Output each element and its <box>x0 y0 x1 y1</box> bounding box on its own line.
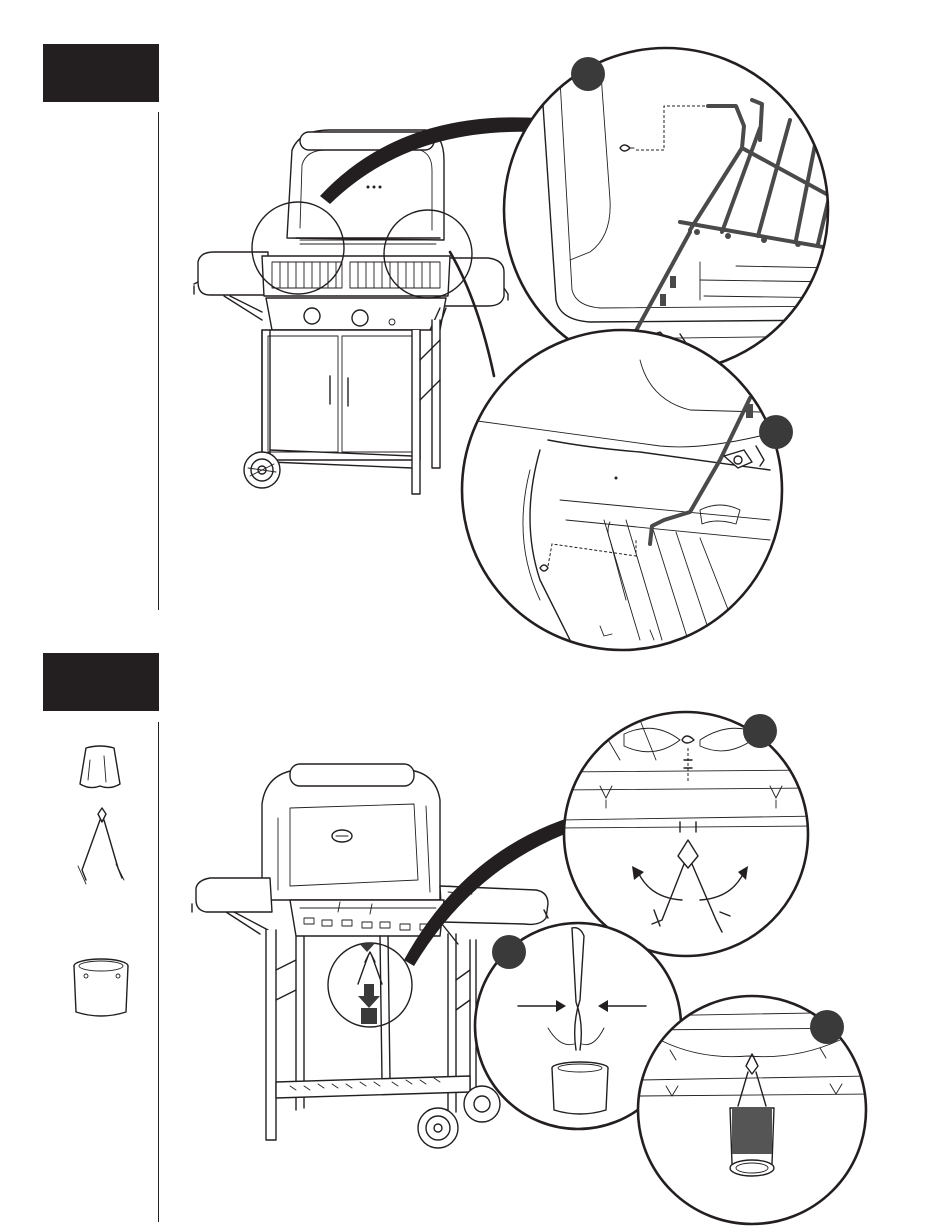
part-grease-liner-icon <box>80 746 120 788</box>
detail-a-lid-rack <box>504 48 840 372</box>
part-hanger-icon <box>78 808 124 884</box>
zoom-highlight-grease <box>328 926 412 1027</box>
part-grease-cup-icon <box>74 959 128 1016</box>
detail-c-hanger-arrows <box>560 712 820 956</box>
callout-badge-b <box>759 415 793 449</box>
callout-badge-e <box>810 1010 844 1044</box>
callout-badge-d <box>492 935 526 969</box>
callout-badge-c <box>743 714 777 748</box>
callout-badge-a <box>571 57 605 91</box>
detail-b-firebox-rack <box>462 330 790 650</box>
